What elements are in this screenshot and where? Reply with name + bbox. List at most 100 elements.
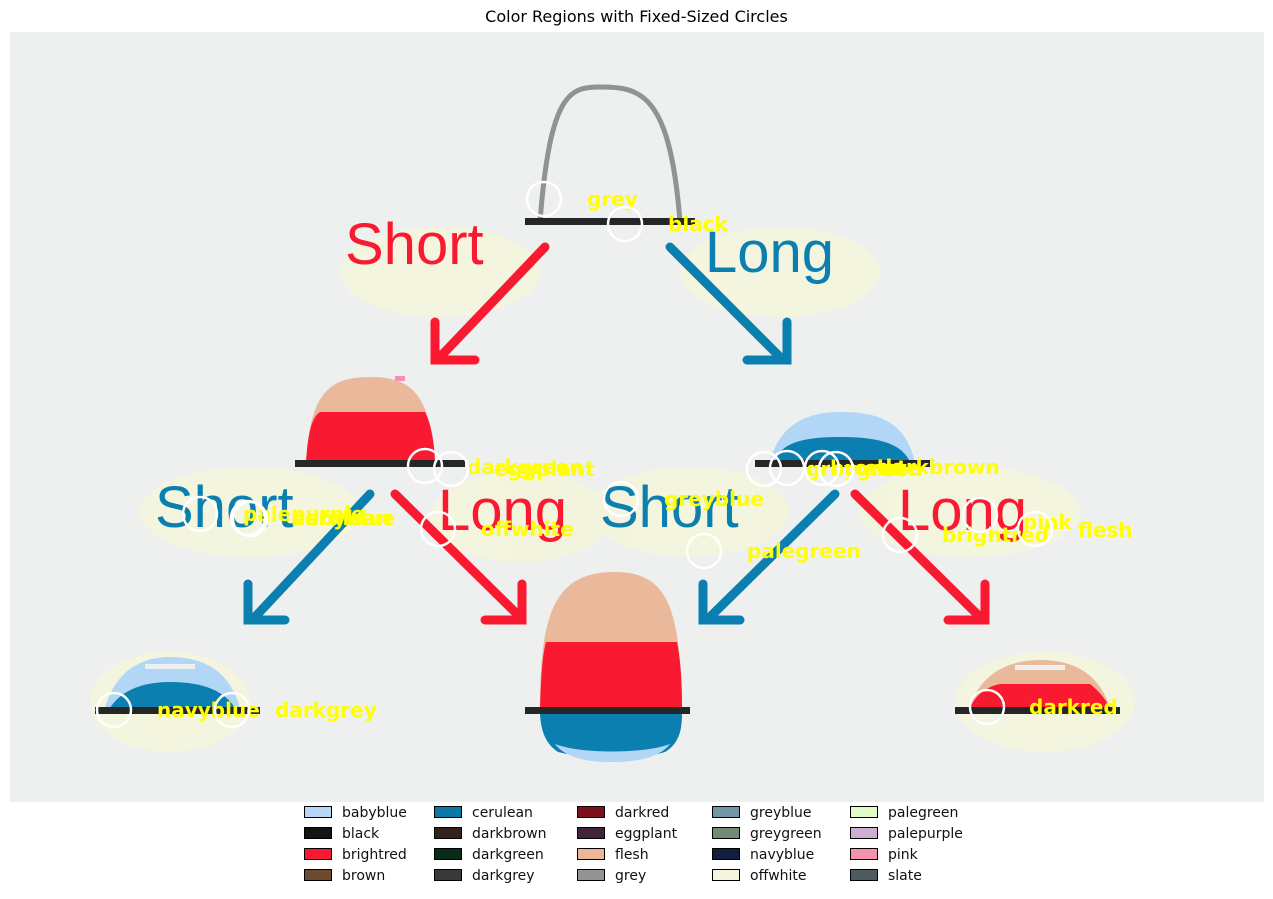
word-short-right: Short xyxy=(600,475,739,540)
legend-swatch xyxy=(434,869,462,881)
annotation-label-slate: slate xyxy=(865,456,920,480)
annotation-label-brightred: brightred xyxy=(942,523,1049,547)
annotation-label-palegreen: palegreen xyxy=(747,539,861,563)
word-long-left: Long xyxy=(438,478,567,543)
legend-swatch xyxy=(850,848,878,860)
legend-item-palegreen: palegreen xyxy=(850,803,958,823)
top-arrows xyxy=(430,242,792,365)
chart-title: Color Regions with Fixed-Sized Circles xyxy=(485,7,788,26)
word-short-top: Short xyxy=(345,212,484,277)
annotation-label-brown: brown xyxy=(830,456,901,480)
annotation-circle-eggplant xyxy=(432,450,470,488)
legend-label: palepurple xyxy=(888,826,963,842)
legend-label: slate xyxy=(888,868,922,884)
legend-item-pink: pink xyxy=(850,845,918,865)
legend-item-eggplant: eggplant xyxy=(577,824,677,844)
legend-item-flesh: flesh xyxy=(577,845,649,865)
annotation-circle-palepurple xyxy=(181,495,219,533)
legend-swatch xyxy=(304,827,332,839)
legend-item-grey: grey xyxy=(577,866,646,886)
legend-label: brown xyxy=(342,868,386,884)
legend-swatch xyxy=(304,806,332,818)
word-short-left: Short xyxy=(155,475,294,540)
legend-label: cerulean xyxy=(472,805,533,821)
legend-label: darkred xyxy=(615,805,670,821)
top-node xyxy=(525,84,695,225)
legend-label: babyblue xyxy=(342,805,407,821)
legend-item-slate: slate xyxy=(850,866,922,886)
top-bar xyxy=(525,218,695,225)
legend-item-greyblue: greyblue xyxy=(712,803,812,823)
legend-item-black: black xyxy=(304,824,379,844)
bottom-right-node xyxy=(955,660,1120,714)
legend-item-brown: brown xyxy=(304,866,385,886)
legend-label: navyblue xyxy=(750,847,815,863)
annotation-circle-greygreen xyxy=(745,450,783,488)
second-arrows xyxy=(243,489,990,625)
annotation-circle-brightred xyxy=(881,516,919,554)
annotation-label-darkred: darkred xyxy=(1029,695,1118,719)
legend-swatch xyxy=(304,848,332,860)
legend-swatch xyxy=(712,827,740,839)
annotation-label-black: black xyxy=(668,212,729,236)
annotation-circle-black xyxy=(606,205,644,243)
annotation-label-darkgrey: darkgrey xyxy=(275,698,377,722)
word-long-top: Long xyxy=(705,220,834,285)
grey-bell xyxy=(537,84,683,223)
annotation-circle-offwhite xyxy=(419,510,457,548)
legend-swatch xyxy=(304,869,332,881)
legend-swatch xyxy=(577,827,605,839)
legend-swatch xyxy=(850,827,878,839)
legend-label: eggplant xyxy=(615,826,678,842)
legend-swatch xyxy=(712,806,740,818)
legend-label: darkbrown xyxy=(472,826,547,842)
legend-label: pink xyxy=(888,847,918,863)
legend-item-navyblue: navyblue xyxy=(712,845,814,865)
legend-item-greygreen: greygreen xyxy=(712,824,822,844)
legend-swatch xyxy=(850,806,878,818)
legend-item-darkgreen: darkgreen xyxy=(434,845,544,865)
annotation-circle-pink xyxy=(961,496,999,534)
annotation-circle-slate xyxy=(803,449,841,487)
legend-swatch xyxy=(577,806,605,818)
legend-item-darkbrown: darkbrown xyxy=(434,824,547,844)
legend-item-palepurple: palepurple xyxy=(850,824,963,844)
annotation-circle-darkbrown xyxy=(817,450,855,488)
legend-swatch xyxy=(577,869,605,881)
annotation-circle-darkgrey xyxy=(213,691,251,729)
legend-label: darkgreen xyxy=(472,847,544,863)
legend-swatch xyxy=(850,869,878,881)
annotation-circle-greyblue xyxy=(602,480,640,518)
legend-item-darkgrey: darkgrey xyxy=(434,866,535,886)
legend-label: flesh xyxy=(615,847,649,863)
annotation-label-offwhite: offwhite xyxy=(481,517,574,541)
legend-label: offwhite xyxy=(750,868,807,884)
bottom-left-node xyxy=(95,657,260,714)
legend-item-darkred: darkred xyxy=(577,803,669,823)
legend: babyblue black brightred brown cerulean darkb… xyxy=(304,802,984,894)
legend-item-brightred: brightred xyxy=(304,845,407,865)
bottom-center-node xyxy=(525,572,690,762)
annotation-label-palepurple: palepurple xyxy=(243,502,364,526)
annotation-circle-cerulean xyxy=(231,500,269,538)
legend-swatch xyxy=(434,848,462,860)
image-scene: Short Long Short Long Short Long greybla… xyxy=(10,32,1264,802)
legend-label: darkgrey xyxy=(472,868,535,884)
annotation-circle-palegreen xyxy=(685,532,723,570)
legend-swatch xyxy=(434,827,462,839)
legend-item-babyblue: babyblue xyxy=(304,803,407,823)
annotation-label-pink: pink xyxy=(1023,510,1072,534)
legend-label: greyblue xyxy=(750,805,812,821)
annotation-label-darkbrown: darkbrown xyxy=(878,455,1000,479)
legend-label: grey xyxy=(615,868,647,884)
annotation-label-eggplant: eggplant xyxy=(494,457,595,481)
annotation-label-greygreen: greygreen xyxy=(806,457,922,481)
legend-label: greygreen xyxy=(750,826,822,842)
annotation-label-greyblue: greyblue xyxy=(664,487,764,511)
annotation-circle-darkgreen xyxy=(406,447,444,485)
legend-swatch xyxy=(577,848,605,860)
legend-label: brightred xyxy=(342,847,407,863)
legend-label: black xyxy=(342,826,380,842)
annotation-label-cerulean: cerulean xyxy=(293,506,391,530)
